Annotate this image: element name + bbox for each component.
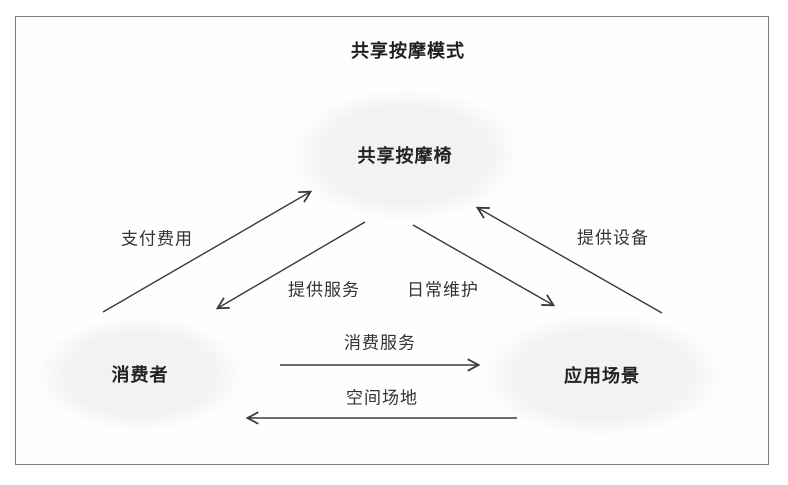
edge-provide-equipment-label: 提供设备 xyxy=(577,228,649,248)
edge-daily-maintenance-label: 日常维护 xyxy=(407,280,479,300)
edge-space-venue-label: 空间场地 xyxy=(346,388,418,408)
diagram-title: 共享按摩模式 xyxy=(351,41,465,61)
edge-provide-equipment-arrow xyxy=(475,206,663,314)
edge-pay-fee-label: 支付费用 xyxy=(121,229,193,249)
node-shared-massage-chair: 共享按摩椅 xyxy=(287,88,523,222)
edge-daily-maintenance-arrow xyxy=(412,224,556,307)
edge-consume-service-label: 消费服务 xyxy=(344,333,416,353)
node-consumer-label: 消费者 xyxy=(111,365,169,385)
edge-pay-fee-arrow xyxy=(102,190,313,313)
node-application-scene: 应用场景 xyxy=(479,313,725,437)
node-shared-massage-chair-label: 共享按摩椅 xyxy=(357,146,453,166)
node-consumer: 消费者 xyxy=(35,316,245,432)
edge-provide-service-label: 提供服务 xyxy=(288,280,360,300)
edge-provide-service-arrow xyxy=(215,221,366,310)
node-application-scene-label: 应用场景 xyxy=(564,366,640,386)
